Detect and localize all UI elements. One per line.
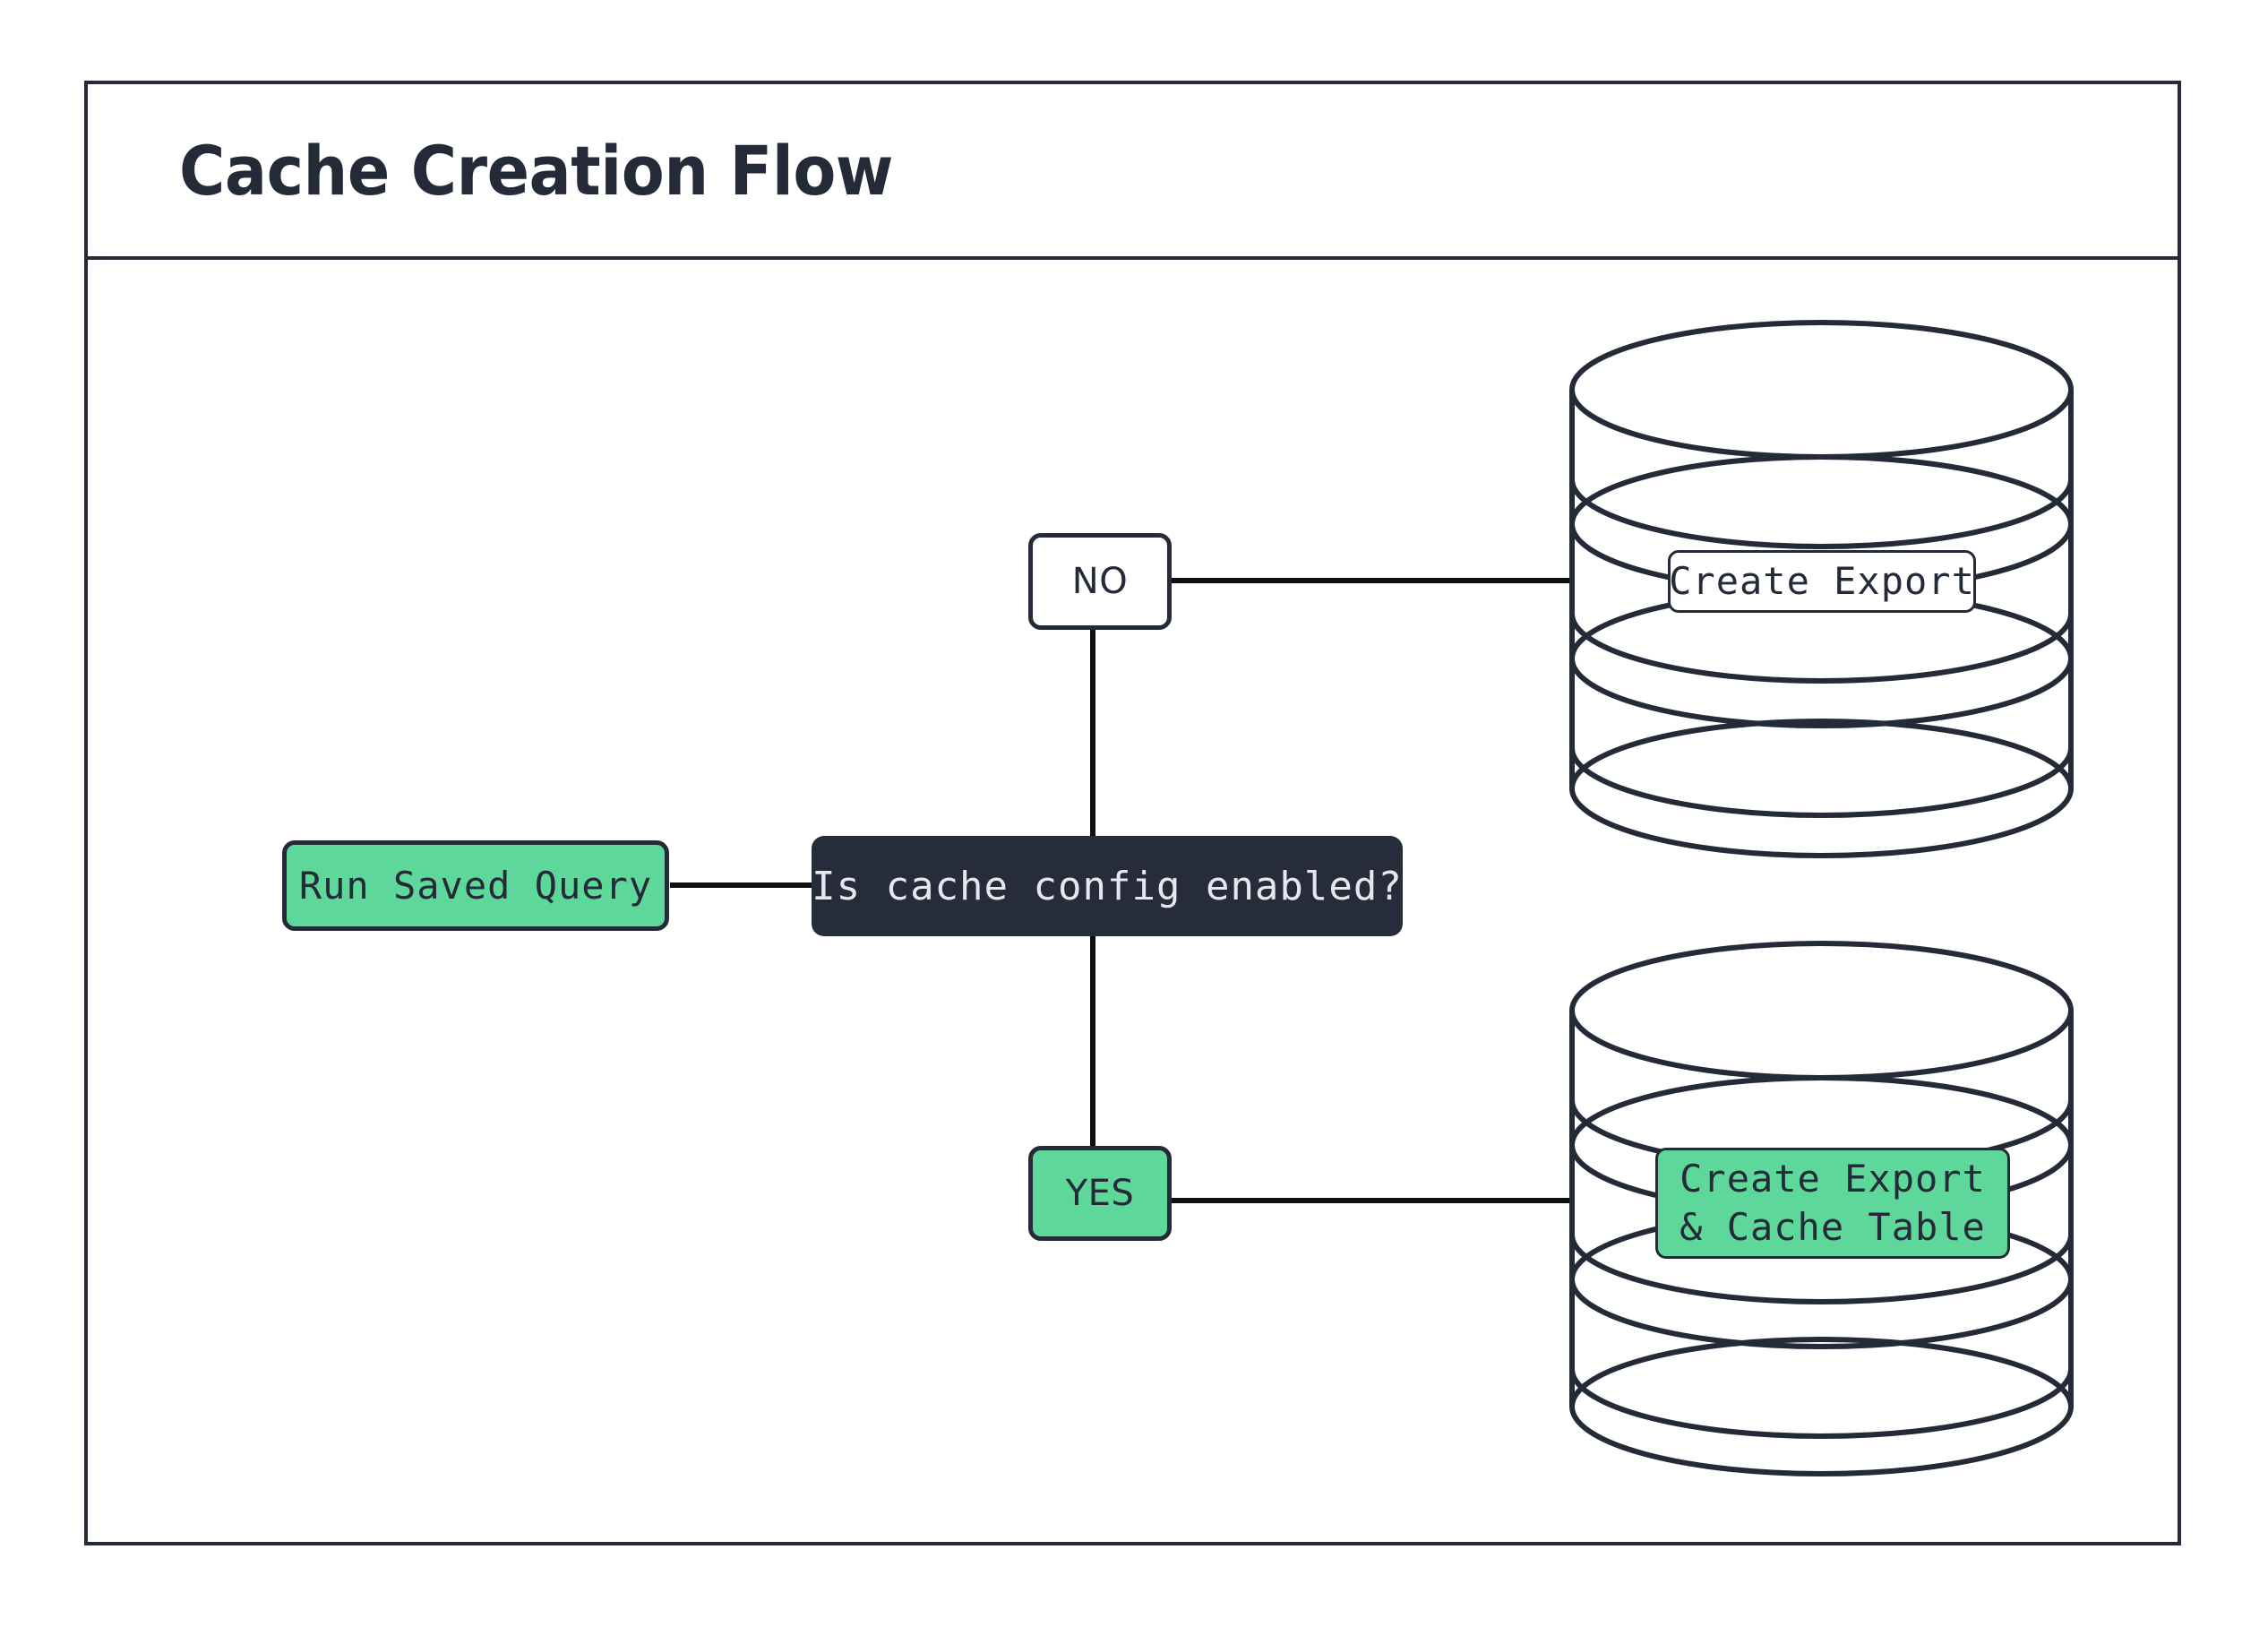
node-branch-yes[interactable]: YES <box>1028 1146 1172 1241</box>
node-run-saved-query-label: Run Saved Query <box>298 864 653 908</box>
node-database-top-label: Create Export <box>1669 559 1975 604</box>
node-database-bottom-label: Create Export & Cache Table <box>1680 1157 1986 1249</box>
node-is-cache-config-enabled-label: Is cache config enabled? <box>812 863 1403 909</box>
diagram-header: Cache Creation Flow <box>88 84 2178 260</box>
node-database-bottom-caption[interactable]: Create Export & Cache Table <box>1655 1148 2010 1259</box>
node-database-top-caption[interactable]: Create Export <box>1668 550 1976 613</box>
node-branch-no[interactable]: NO <box>1028 533 1172 630</box>
page-title: Cache Creation Flow <box>179 130 894 211</box>
node-branch-no-label: NO <box>1071 561 1129 602</box>
diagram-frame: Cache Creation Flow <box>84 81 2181 1545</box>
node-branch-yes-label: YES <box>1065 1173 1135 1214</box>
node-run-saved-query[interactable]: Run Saved Query <box>282 840 669 931</box>
node-is-cache-config-enabled[interactable]: Is cache config enabled? <box>812 836 1403 936</box>
